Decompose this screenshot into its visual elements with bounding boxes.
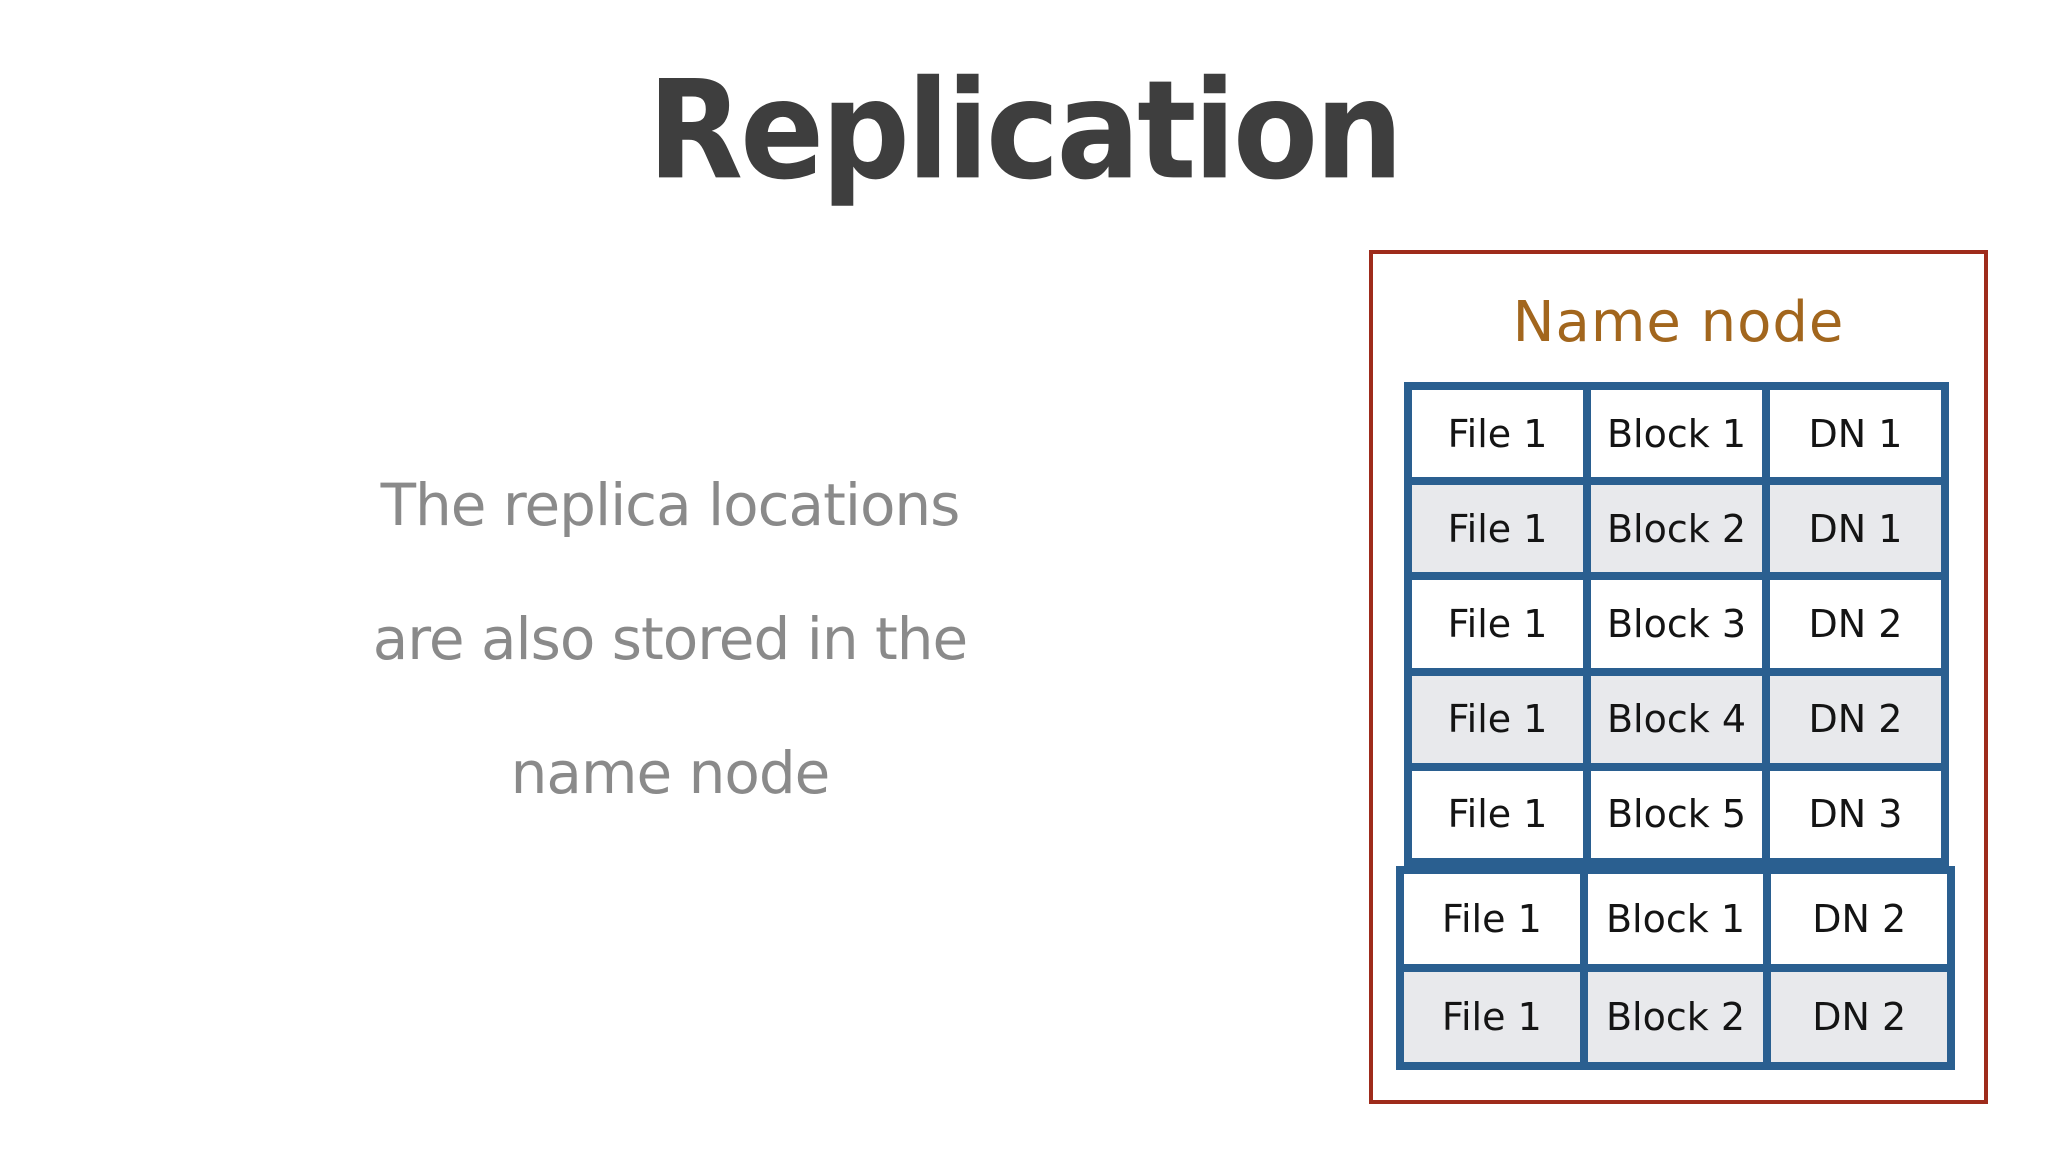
table-cell: File 1	[1412, 390, 1583, 478]
name-node-panel: Name node File 1 Block 1 DN 1 File 1 Blo…	[1369, 250, 1988, 1104]
table-cell: File 1	[1412, 770, 1583, 858]
table-cell: Block 2	[1591, 485, 1762, 573]
body-line-1: The replica locations	[380, 471, 961, 539]
table-cell: Block 3	[1591, 580, 1762, 668]
table-cell: DN 1	[1770, 390, 1941, 478]
table-cell: File 1	[1404, 972, 1580, 1062]
block-mapping-table-replicas: File 1 Block 1 DN 2 File 1 Block 2 DN 2	[1396, 866, 1955, 1070]
table-cell: File 1	[1412, 485, 1583, 573]
table-cell: Block 1	[1587, 874, 1764, 964]
table-cell: File 1	[1412, 675, 1583, 763]
table-cell: DN 2	[1771, 874, 1947, 964]
name-node-panel-title: Name node	[1512, 290, 1845, 355]
body-line-3: name node	[510, 739, 831, 807]
table-cell: Block 4	[1591, 675, 1762, 763]
table-cell: DN 2	[1770, 580, 1941, 668]
table-cell: File 1	[1404, 874, 1580, 964]
table-cell: File 1	[1412, 580, 1583, 668]
block-mapping-table-primary: File 1 Block 1 DN 1 File 1 Block 2 DN 1 …	[1404, 382, 1949, 866]
table-cell: Block 1	[1591, 390, 1762, 478]
body-text: The replica locations are also stored in…	[250, 438, 1090, 840]
table-cell: DN 2	[1771, 972, 1947, 1062]
table-cell: Block 5	[1591, 770, 1762, 858]
body-line-2: are also stored in the	[372, 605, 968, 673]
table-cell: DN 2	[1770, 675, 1941, 763]
slide-title: Replication	[647, 52, 1404, 211]
table-cell: DN 3	[1770, 770, 1941, 858]
table-cell: Block 2	[1587, 972, 1764, 1062]
table-cell: DN 1	[1770, 485, 1941, 573]
